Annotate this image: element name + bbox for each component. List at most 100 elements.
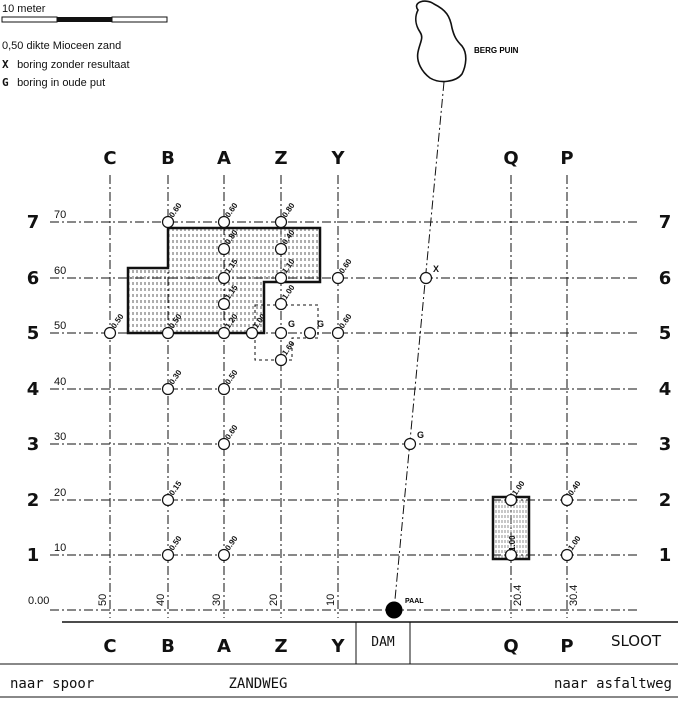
column-letter: A <box>217 636 231 657</box>
boring-marker <box>331 326 345 340</box>
paal-label: PAAL <box>405 598 424 605</box>
legend: 10 meter 0,50 dikte Mioceen zand X borin… <box>0 0 200 100</box>
boring-label: 0.60 <box>223 423 240 441</box>
legend-text: boring in oude put <box>17 77 106 89</box>
column-letter: P <box>560 636 573 657</box>
column-letter: A <box>217 148 231 169</box>
legend-symbol: 0,50 <box>2 40 24 52</box>
boring-marker <box>303 326 317 340</box>
boring-marker <box>161 493 175 507</box>
legend-text: boring zonder resultaat <box>17 59 130 71</box>
boring-label: 1.00 <box>510 479 527 497</box>
row-numbers-right: 7 6 5 4 3 2 1 <box>659 212 672 566</box>
boring-label: 1.00 <box>280 283 297 301</box>
grid-lines <box>50 175 640 618</box>
boring-marker <box>560 548 574 562</box>
scale-label: 10 meter <box>2 3 46 15</box>
offset-label: 50 <box>97 594 109 606</box>
boring-marker <box>504 548 518 562</box>
boring-marker <box>504 493 518 507</box>
boring-marker <box>403 437 417 451</box>
boring-label: 0.40 <box>566 479 583 497</box>
cross-icon: X <box>2 58 9 71</box>
boring-label: 1.00 <box>508 535 517 551</box>
boring-marker <box>419 271 433 285</box>
column-letter: B <box>161 636 175 657</box>
distance-label: 60 <box>54 265 66 277</box>
column-letter: Q <box>503 148 518 169</box>
row-number: 2 <box>27 490 40 511</box>
offset-label: 10 <box>325 594 337 606</box>
road-name-label: ZANDWEG <box>228 676 287 692</box>
row-number: 7 <box>27 212 40 233</box>
sight-line <box>393 81 445 611</box>
column-letter: Z <box>274 636 287 657</box>
distance-label: 40 <box>54 376 66 388</box>
column-letter: P <box>560 148 573 169</box>
boring-marker <box>274 353 288 367</box>
boring-marker <box>161 215 175 229</box>
boring-label: X <box>433 264 439 274</box>
boring-label: 1.00 <box>566 534 583 552</box>
dam-label: DAM <box>371 635 395 650</box>
boring-label: 0.60 <box>223 201 240 219</box>
boring-marker <box>217 297 231 311</box>
road-left-label: naar spoor <box>10 676 94 692</box>
boring-label: G <box>317 319 324 329</box>
column-letter: C <box>103 636 116 657</box>
row-number: 6 <box>659 268 672 289</box>
boring-marker <box>103 326 117 340</box>
rubble-mound <box>415 0 467 83</box>
offset-label: 40 <box>155 594 167 606</box>
boring-label: G <box>288 319 295 329</box>
offset-label: 30.4 <box>568 585 580 606</box>
row-number: 3 <box>659 434 672 455</box>
boring-marker <box>161 326 175 340</box>
row-number: 7 <box>659 212 672 233</box>
row-number: 5 <box>27 323 40 344</box>
legend-item-no-result: X boring zonder resultaat <box>2 58 130 71</box>
distance-label: 30 <box>54 431 66 443</box>
boring-label: 0.80 <box>280 201 297 219</box>
sloot-label: SLOOT <box>611 632 662 650</box>
distance-label: 70 <box>54 209 66 221</box>
boring-marker <box>274 297 288 311</box>
boring-marker <box>217 382 231 396</box>
boring-label: 1.60 <box>280 339 297 357</box>
column-letters-top: C B A Z Y Q P <box>103 148 573 169</box>
distance-label: 20 <box>54 487 66 499</box>
road-right-label: naar asfaltweg <box>554 676 672 692</box>
boring-label: 0.30 <box>167 368 184 386</box>
boring-marker <box>274 326 288 340</box>
boring-marker <box>274 242 288 256</box>
origin-label: 0.00 <box>28 595 49 607</box>
boring-marker <box>217 215 231 229</box>
rubble-label: BERG PUIN <box>474 46 519 55</box>
boring-label: 0.60 <box>337 312 354 330</box>
boring-label: 0.50 <box>223 368 240 386</box>
boring-label: G <box>417 430 424 440</box>
offset-labels-bottom: 50 40 30 20 10 20.4 30.4 <box>97 585 580 606</box>
legend-item-thickness: 0,50 dikte Mioceen zand <box>2 40 121 52</box>
boring-marker <box>217 271 231 285</box>
boring-marker <box>245 326 259 340</box>
row-number: 6 <box>27 268 40 289</box>
row-number: 4 <box>27 379 40 400</box>
boring-marker <box>217 242 231 256</box>
column-letter: Z <box>274 148 287 169</box>
boring-marker <box>274 271 288 285</box>
boring-label: 0.60 <box>167 201 184 219</box>
old-pit-outline <box>254 304 319 361</box>
boring-marker <box>161 548 175 562</box>
legend-text: dikte Mioceen zand <box>26 40 122 52</box>
row-numbers-left: 7 6 5 4 3 2 1 <box>27 212 40 566</box>
boring-marker <box>217 326 231 340</box>
boring-label: 0.50 <box>167 534 184 552</box>
column-letter: C <box>103 148 116 169</box>
offset-label: 30 <box>211 594 223 606</box>
offset-label: 20 <box>268 594 280 606</box>
row-number: 1 <box>27 545 40 566</box>
row-number: 3 <box>27 434 40 455</box>
column-letter: Y <box>330 636 345 657</box>
